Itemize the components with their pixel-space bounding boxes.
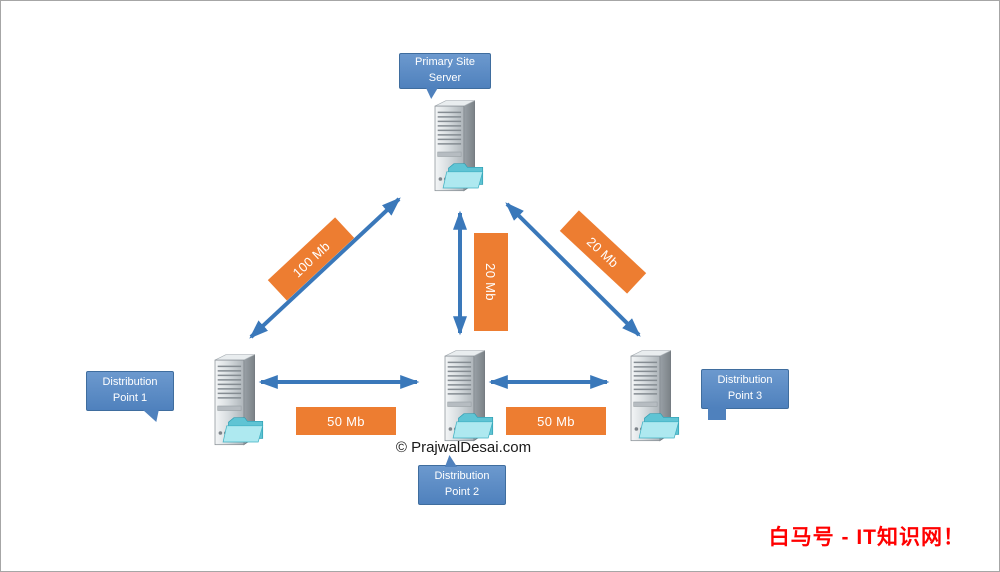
distribution-point-1-label: Distribution Point 1: [86, 371, 174, 422]
primary-site-server-label: Primary Site Server: [399, 53, 491, 99]
distribution-point-3-server-icon: [607, 339, 691, 447]
distribution-point-2-label: Distribution Point 2: [418, 455, 506, 505]
bandwidth-label-dp2-dp3: 50 Mb: [506, 407, 606, 435]
distribution-point-1-label-text: Distribution Point 1: [102, 376, 158, 404]
primary-site-server-icon: [411, 89, 495, 197]
bandwidth-label-primary-dp2: 20 Mb: [474, 233, 508, 331]
link-primary-dp1: [249, 197, 401, 339]
distribution-point-1-server-icon: [191, 343, 275, 451]
bandwidth-label-dp1-dp2: 50 Mb: [296, 407, 396, 435]
primary-site-server-label-text: Primary Site Server: [415, 56, 475, 84]
distribution-point-3-label: Distribution Point 3: [701, 369, 789, 420]
distribution-point-3-label-text: Distribution Point 3: [717, 374, 773, 402]
distribution-point-2-server-icon: [421, 339, 505, 447]
watermark-text: 白马号 - IT知识网！: [768, 526, 965, 549]
callout-tail: [708, 407, 726, 420]
copyright-text: © PrajwalDesai.com: [395, 439, 532, 456]
distribution-point-2-label-text: Distribution Point 2: [434, 470, 490, 498]
link-primary-dp3: [505, 202, 641, 337]
